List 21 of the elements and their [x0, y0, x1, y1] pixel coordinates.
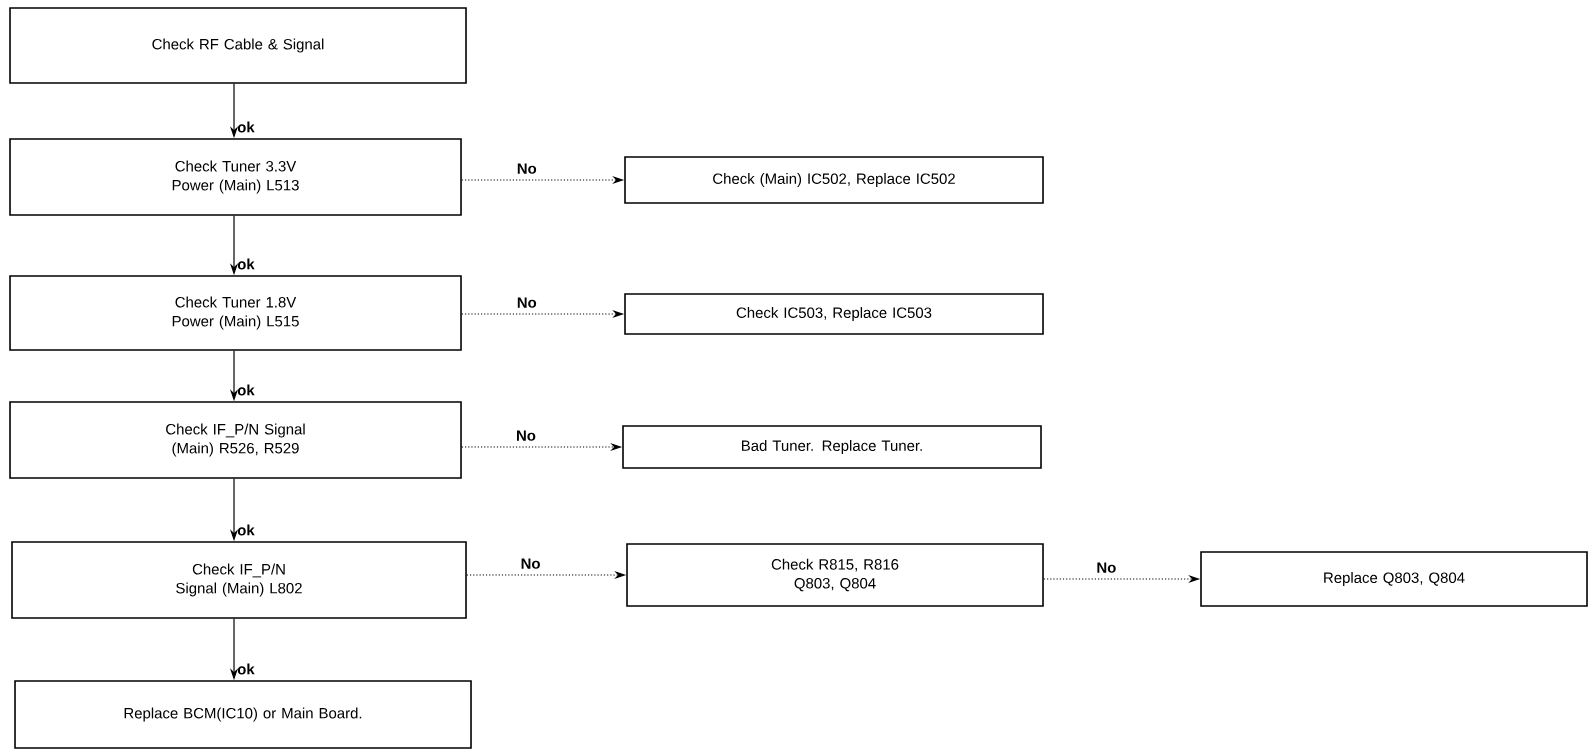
edge-label: No: [517, 430, 536, 441]
edge-label: ok: [237, 663, 255, 675]
edge-label: ok: [237, 258, 255, 270]
process-box: Check RF Cable & Signal: [9, 7, 467, 84]
edge-label: No: [521, 558, 540, 569]
process-box: Replace BCM(IC10) or Main Board.: [14, 680, 472, 749]
process-box: Replace Q803, Q804: [1200, 551, 1588, 607]
process-box: Check Tuner 1.8V Power (Main) L515: [9, 275, 462, 351]
edge-label: ok: [237, 384, 255, 396]
process-box: Check IF_P/N Signal (Main) R526, R529: [9, 401, 462, 479]
edge-label: No: [517, 297, 537, 308]
process-box: Check R815, R816 Q803, Q804: [626, 543, 1044, 607]
edge-label: ok: [237, 121, 255, 133]
process-box: Check (Main) IC502, Replace IC502: [624, 156, 1044, 204]
edge-label: No: [1097, 562, 1116, 573]
process-box: Check IC503, Replace IC503: [624, 293, 1044, 335]
process-box: Check IF_P/N Signal (Main) L802: [11, 541, 467, 619]
edge-label: ok: [237, 524, 255, 536]
edge-label: No: [517, 163, 537, 174]
process-box: Bad Tuner. Replace Tuner.: [622, 425, 1042, 469]
process-box: Check Tuner 3.3V Power (Main) L513: [9, 138, 462, 216]
